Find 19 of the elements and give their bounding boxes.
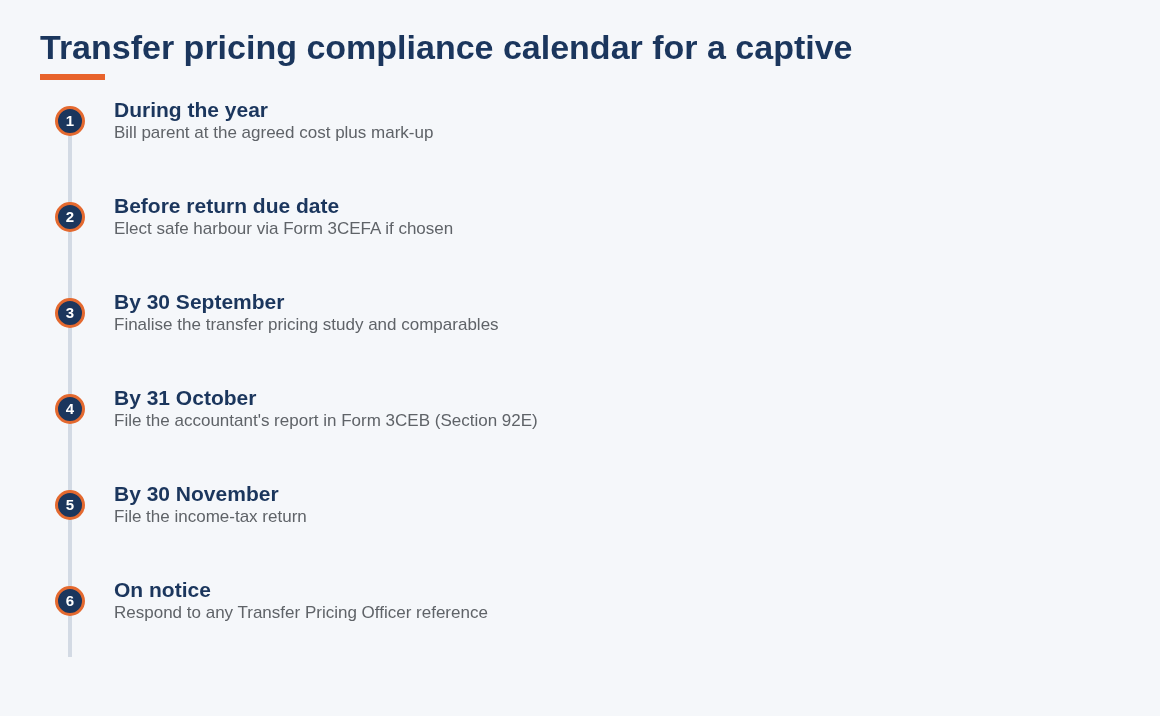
step-heading: During the year bbox=[114, 98, 269, 122]
step-description: Finalise the transfer pricing study and comparables bbox=[114, 315, 499, 335]
step-heading: Before return due date bbox=[114, 194, 340, 218]
title: Transfer pricing compliance calendar for a captive bbox=[40, 27, 853, 67]
step-number-marker: 6 bbox=[55, 586, 85, 616]
step-description: File the income-tax return bbox=[114, 507, 307, 527]
step-heading: By 30 September bbox=[114, 290, 285, 314]
step-description: Respond to any Transfer Pricing Officer reference bbox=[114, 603, 488, 623]
step-heading: On notice bbox=[114, 578, 211, 602]
step-number-marker: 5 bbox=[55, 490, 85, 520]
step-description: Bill parent at the agreed cost plus mark-up bbox=[114, 123, 434, 143]
step-number-marker: 1 bbox=[55, 106, 85, 136]
step-heading: By 30 November bbox=[114, 482, 279, 506]
step-number-marker: 4 bbox=[55, 394, 85, 424]
step-description: Elect safe harbour via Form 3CEFA if chosen bbox=[114, 219, 454, 239]
step-number-marker: 2 bbox=[55, 202, 85, 232]
step-heading: By 31 October bbox=[114, 386, 257, 410]
step-number-marker: 3 bbox=[55, 298, 85, 328]
step-description: File the accountant's report in Form 3CEB (Section 92E) bbox=[114, 411, 538, 431]
